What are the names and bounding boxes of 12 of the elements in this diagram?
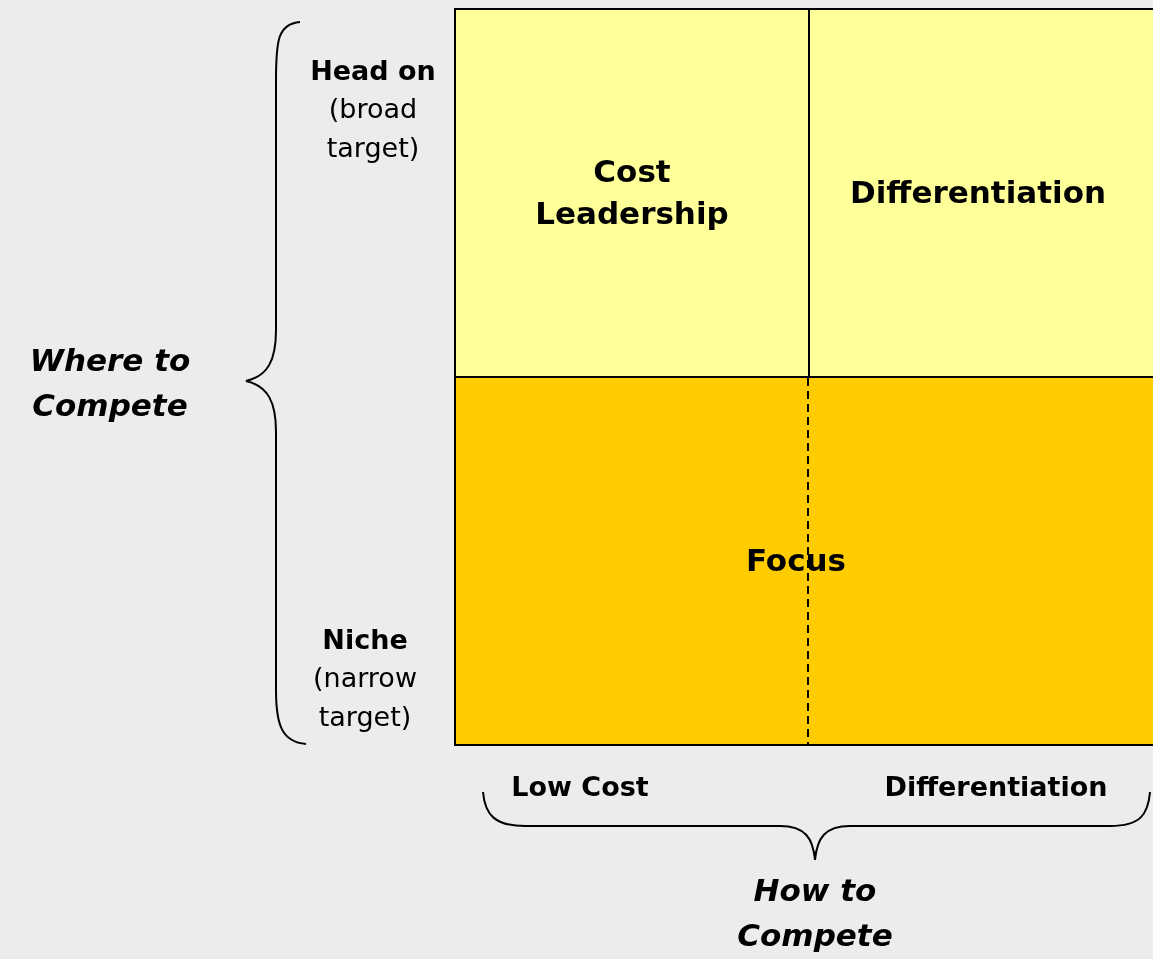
quadrant-label: Cost Leadership xyxy=(534,152,730,233)
strategy-box xyxy=(808,8,1153,378)
row-label: Head on (broad target) xyxy=(309,54,437,165)
strategy-box xyxy=(454,376,1153,746)
column-label: Low Cost xyxy=(510,770,650,804)
row-label: Niche (narrow target) xyxy=(312,623,418,734)
axis-title: How to Compete xyxy=(736,871,894,955)
quadrant-label: Differentiation xyxy=(849,173,1107,213)
strategy-box xyxy=(454,8,810,378)
column-label: Differentiation xyxy=(883,770,1109,804)
axis-title: Where to Compete xyxy=(28,341,192,425)
quadrant-label: Focus xyxy=(745,541,847,581)
